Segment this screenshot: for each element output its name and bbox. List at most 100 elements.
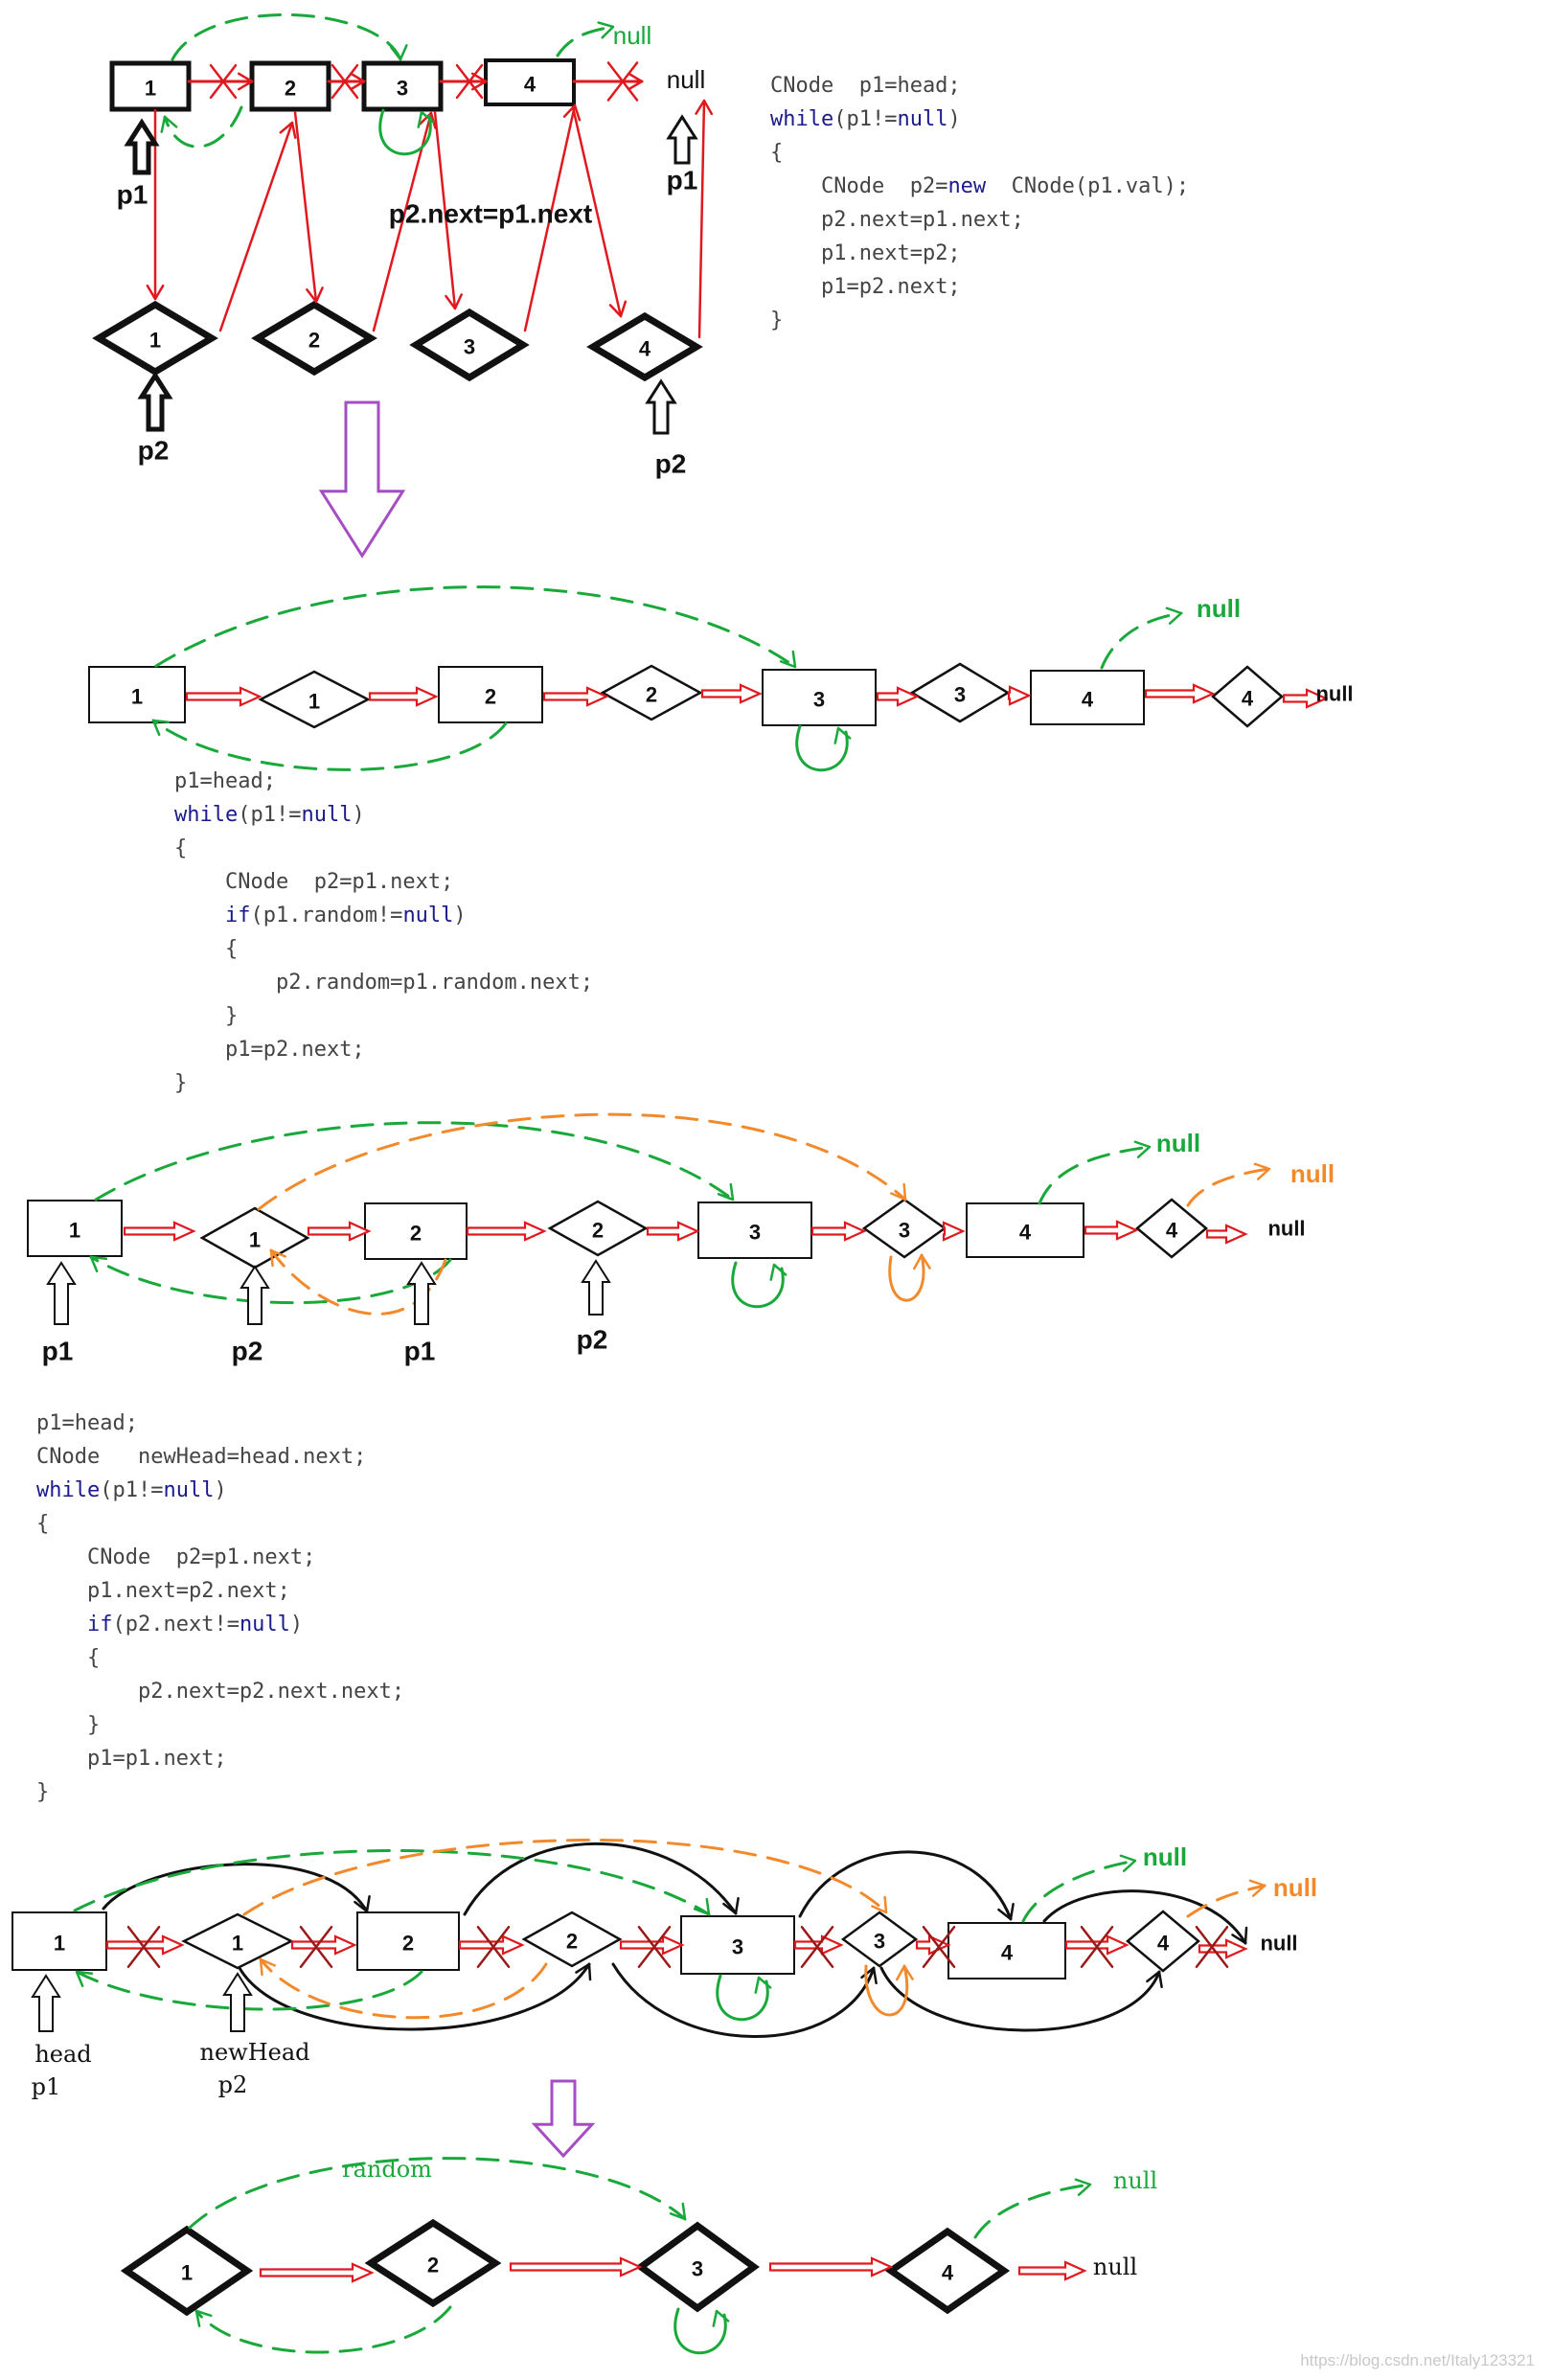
next-arrow: [123, 1221, 196, 1242]
arrow-head: [1119, 1854, 1137, 1872]
code-line: p1=p2.next;: [174, 1038, 365, 1062]
node-label: 3: [813, 688, 825, 712]
pointer-label: p1: [667, 166, 698, 195]
node-label: 4: [1082, 688, 1094, 712]
next-link: [433, 110, 457, 310]
orig-node-1: [11, 1911, 107, 1971]
next-arrow: [810, 1221, 867, 1242]
result-node-1: [120, 2225, 254, 2317]
pointer-label: p2: [218, 2071, 248, 2098]
new-next-link: [102, 1863, 369, 1913]
random-link: [151, 719, 508, 771]
next-arrow: [1198, 1938, 1248, 1959]
arrow-head: [1248, 1879, 1267, 1897]
orig-node-4: [966, 1202, 1084, 1258]
pointer-label: p1: [32, 2073, 61, 2100]
node-label: 3: [397, 77, 408, 101]
pointer-p1: [124, 118, 160, 175]
node-label: 4: [1019, 1221, 1032, 1245]
pointer-label: p1: [404, 1337, 436, 1366]
new-next-link: [798, 1850, 1013, 1921]
node-label: 1: [54, 1932, 65, 1956]
code-line: p2.next=p1.next;: [770, 208, 1024, 232]
random-copy-link: [1186, 1884, 1267, 1918]
new-next-link: [611, 1962, 876, 2038]
code-keyword: null: [402, 904, 454, 927]
arrow-head: [1133, 1140, 1152, 1158]
code-keyword: null: [239, 1613, 290, 1636]
node-label: 4: [524, 73, 536, 97]
code-text: ): [214, 1478, 227, 1502]
code-text: ): [289, 1613, 304, 1636]
random-link: [1100, 611, 1183, 670]
pointer-label: p2: [232, 1337, 263, 1366]
pointer-p2: [645, 378, 677, 435]
random-link: [163, 105, 243, 149]
copy-node-1: [199, 1206, 310, 1270]
code-keyword: if: [86, 1613, 113, 1636]
copy-node-2: [251, 300, 377, 377]
random-copy-link: [242, 1839, 888, 1916]
pointer-p2: [240, 1265, 270, 1325]
node-label: 4: [639, 337, 651, 361]
random-link: [1038, 1145, 1152, 1205]
code-text: p1=head;: [174, 769, 276, 793]
pointer-p2: [137, 371, 173, 432]
null-label: null: [1143, 1842, 1187, 1871]
next-arrow: [185, 686, 262, 707]
next-arrow: [466, 1221, 547, 1242]
orig-node-2: [249, 60, 331, 112]
node-label: 2: [646, 683, 657, 707]
null-label: null: [1315, 682, 1353, 706]
code-text: {: [174, 836, 188, 860]
random-link: [73, 1849, 711, 1916]
code-line: CNode newHead=head.next;: [36, 1445, 366, 1469]
orig-node-2: [438, 666, 543, 723]
code-text: }: [36, 1780, 50, 1804]
annotation: p2.next=p1.next: [389, 199, 592, 229]
watermark: https://blog.csdn.net/Italy123321: [1300, 2351, 1535, 2369]
node-label: 2: [427, 2254, 439, 2277]
next-arrow: [646, 1221, 700, 1242]
node-label: 2: [285, 77, 296, 101]
cut-mark: [331, 63, 359, 100]
copy-node-2: [600, 664, 703, 721]
code-text: ): [352, 803, 365, 827]
node-label: 1: [308, 690, 320, 714]
node-label: 1: [69, 1219, 80, 1243]
cut-mark: [209, 63, 238, 100]
random-copy-link: [259, 1957, 548, 2020]
cut-mark: [455, 63, 484, 100]
node-label: 2: [592, 1219, 604, 1243]
code-keyword: while: [770, 107, 834, 131]
arrow-head: [146, 284, 165, 301]
random-link: [171, 13, 402, 61]
code-line: p1.next=p2;: [770, 241, 961, 265]
node-label: 4: [1242, 687, 1254, 711]
new-next-link: [238, 1962, 591, 2031]
code-text: ): [453, 904, 467, 927]
random-self-loop: [378, 108, 432, 156]
next-link: [571, 105, 623, 318]
pointer-label: p2: [138, 436, 170, 466]
pointer-label: p2: [577, 1325, 608, 1355]
random-copy-self-loop: [888, 1253, 925, 1302]
arrow-head: [1146, 1970, 1163, 1989]
code-text: p2.next=p1.next;: [820, 208, 1024, 232]
orig-node-3: [361, 60, 444, 112]
next-arrow: [1282, 688, 1329, 709]
code-line: {: [770, 141, 783, 165]
code-text: ): [947, 107, 961, 131]
arrow-head: [1074, 2178, 1092, 2196]
null-label: null: [613, 21, 651, 50]
copy-node-4: [1135, 1198, 1208, 1259]
code-text: (p1!=: [833, 107, 898, 131]
code-line: {: [174, 836, 187, 860]
orig-node-4: [947, 1922, 1066, 1980]
arrow-head: [470, 72, 488, 91]
node-label: 3: [464, 335, 475, 359]
code-text: }: [86, 1713, 101, 1737]
random-link: [75, 1970, 423, 2011]
code-text: CNode newHead=head.next;: [36, 1445, 367, 1469]
node-label: 4: [1166, 1219, 1178, 1243]
